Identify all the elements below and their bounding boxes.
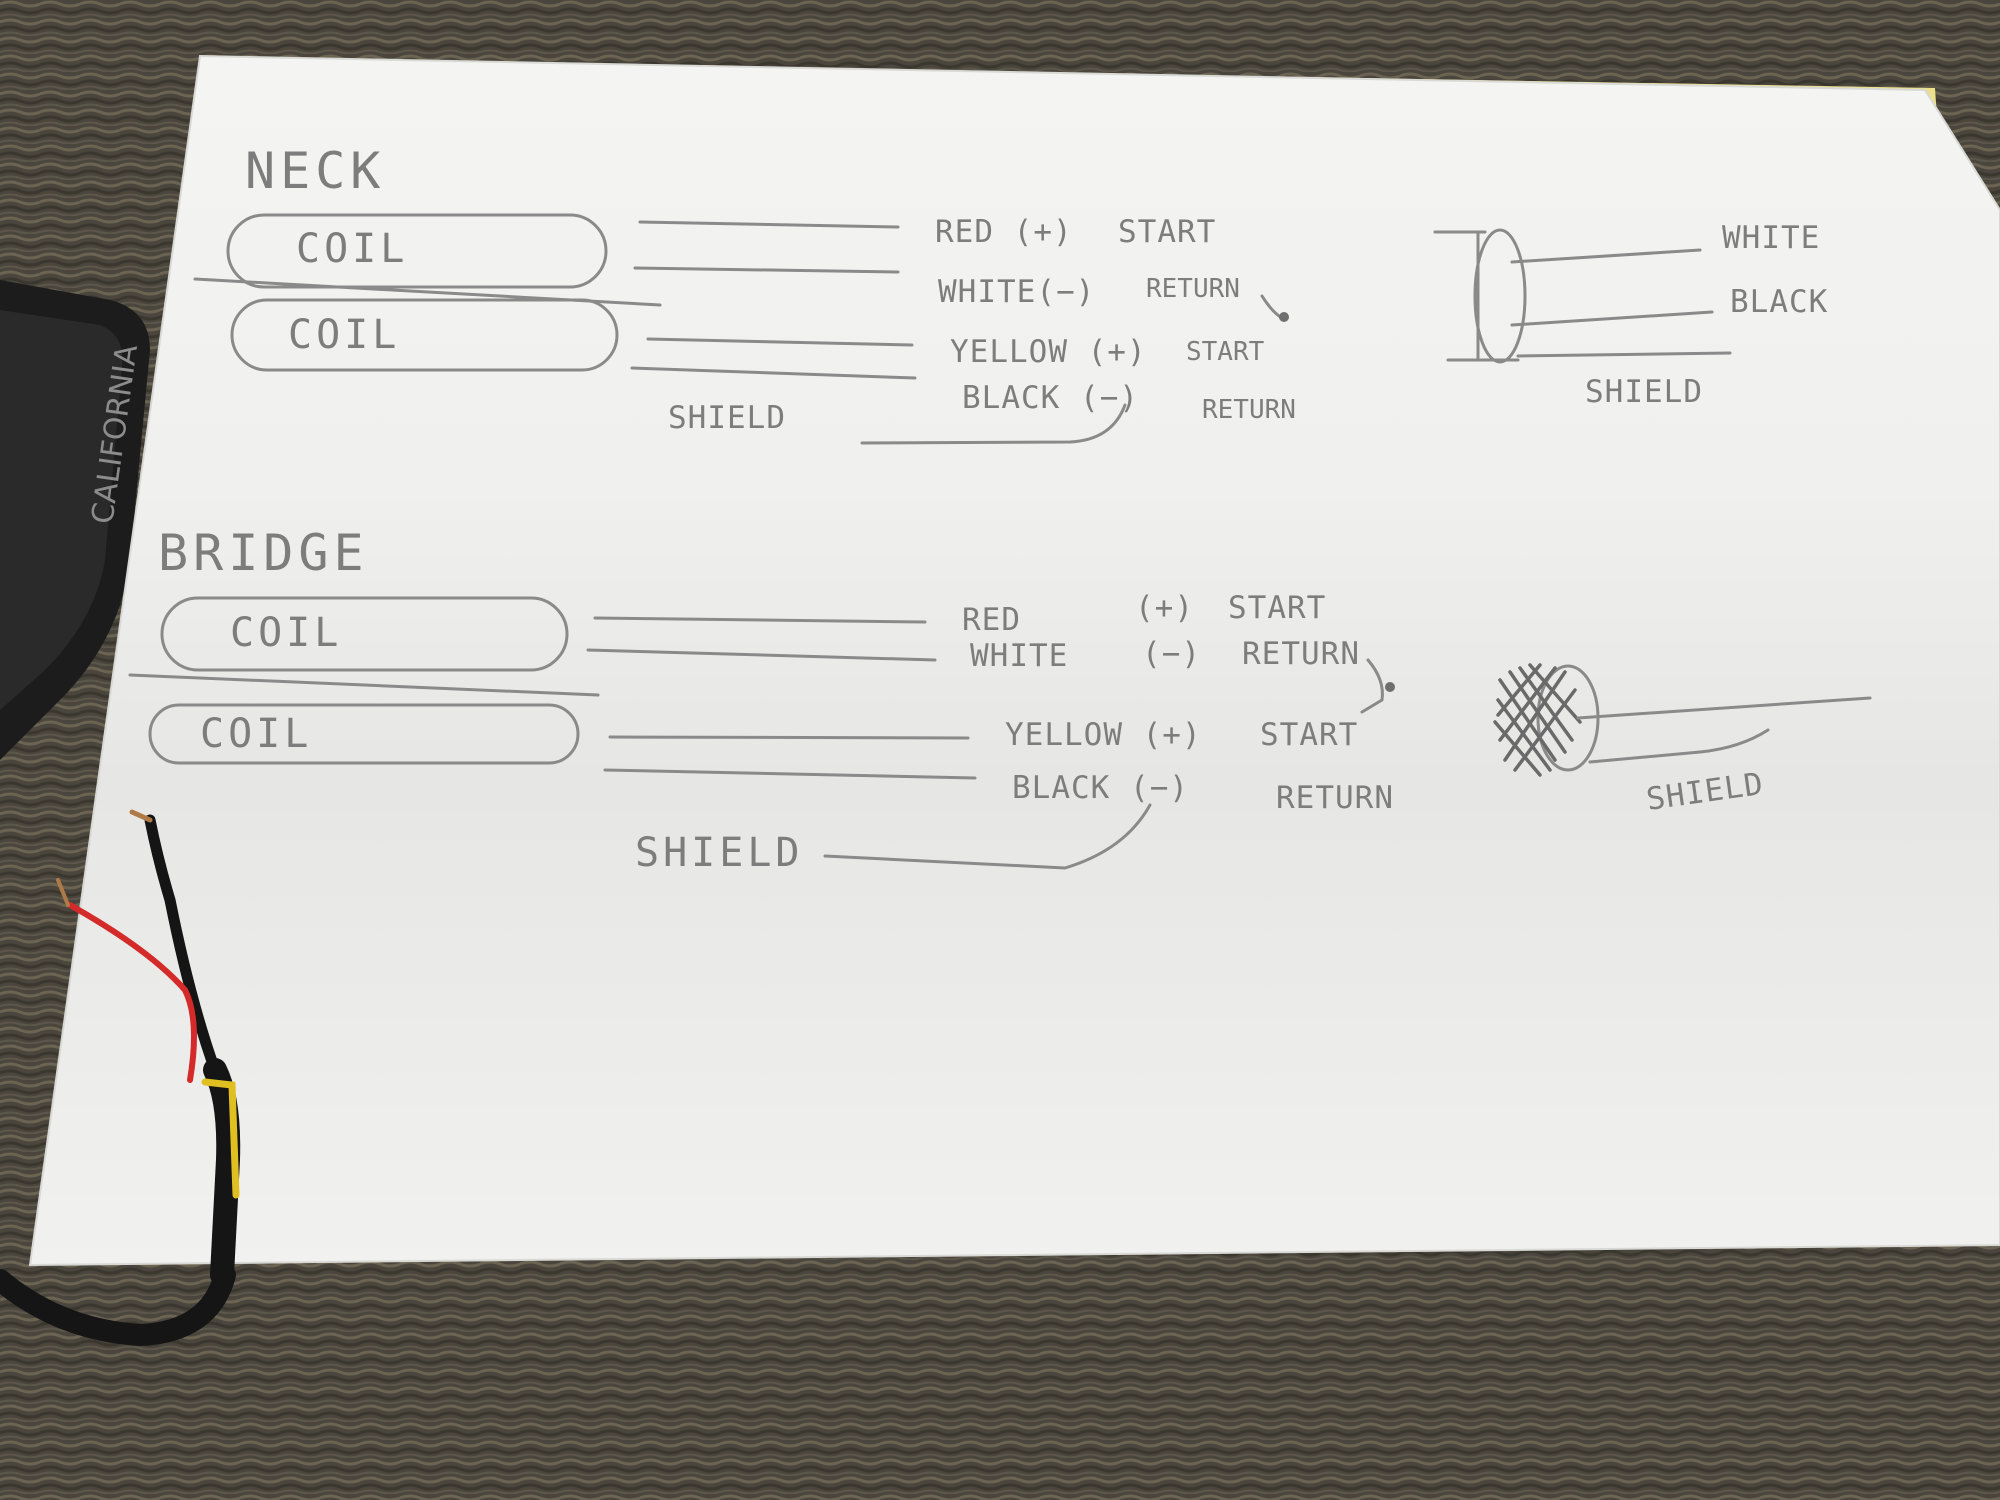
bridge-divider <box>128 673 600 697</box>
neck-solder-dot <box>1279 312 1289 322</box>
neck-black-label: BLACK (−) <box>962 380 1139 416</box>
bridge-white-role: RETURN <box>1242 636 1360 672</box>
neck-coil-bottom <box>230 298 619 372</box>
bridge-lead-white <box>586 648 937 662</box>
neck-coil-top-label: COIL <box>296 226 408 272</box>
bridge-white-sign: (−) <box>1142 636 1201 672</box>
bridge-coil-top <box>160 596 569 672</box>
bridge-cable-diagram <box>1493 663 1872 777</box>
neck-cable-black-wire <box>1510 310 1714 327</box>
neck-shield-label: SHIELD <box>668 400 786 436</box>
neck-lead-black <box>630 366 917 380</box>
bridge-coil-bottom <box>148 703 580 765</box>
bridge-white-label: WHITE <box>970 638 1068 674</box>
bridge-yellow-label: YELLOW (+) <box>1005 717 1202 753</box>
bridge-coil-top-label: COIL <box>230 610 342 656</box>
neck-white-role: RETURN <box>1146 274 1240 304</box>
bridge-red-role: START <box>1228 590 1326 626</box>
bridge-solder-mark <box>1360 658 1384 714</box>
foreground-cable <box>0 809 241 1347</box>
bridge-shield-label: SHIELD <box>635 830 804 876</box>
wire-black <box>144 814 221 1076</box>
bridge-title: BRIDGE <box>158 524 369 582</box>
neck-cable-diagram <box>1433 228 1732 364</box>
neck-lead-white <box>633 266 900 274</box>
neck-title: NECK <box>245 142 385 200</box>
neck-cable-white-label: WHITE <box>1722 220 1820 256</box>
neck-red-role: START <box>1118 214 1216 250</box>
bridge-lead-red <box>593 616 927 624</box>
bridge-cable-wire-top <box>1576 696 1872 720</box>
neck-red-label: RED (+) <box>935 214 1073 250</box>
wire-yellow <box>201 1078 240 1199</box>
neck-yellow-role: START <box>1186 337 1265 367</box>
bridge-lead-black <box>603 768 977 780</box>
neck-section: NECK COIL COIL RED (+) START WHITE(−) RE… <box>193 142 1828 445</box>
bridge-cable-wire-bottom <box>1588 728 1770 764</box>
bridge-black-role: RETURN <box>1276 780 1394 816</box>
neck-white-label: WHITE(−) <box>938 274 1095 310</box>
bridge-coil-bottom-label: COIL <box>200 711 312 757</box>
neck-lead-red <box>638 220 900 229</box>
neck-coil-bottom-label: COIL <box>288 312 400 358</box>
bridge-section: BRIDGE COIL COIL RED (+) START WHITE (−)… <box>128 524 1872 876</box>
bridge-red-label: RED <box>962 602 1021 638</box>
neck-yellow-label: YELLOW (+) <box>950 334 1147 370</box>
neck-cable-black-label: BLACK <box>1730 284 1828 320</box>
neck-coil-top <box>226 213 608 289</box>
neck-lead-yellow <box>646 337 914 347</box>
neck-cable-shield-wire <box>1516 351 1732 358</box>
pickup-case: CALIFORNIA <box>0 280 150 760</box>
neck-black-role: RETURN <box>1202 395 1296 425</box>
wire-red <box>67 902 197 1083</box>
bridge-yellow-role: START <box>1260 717 1358 753</box>
bridge-shield-lead <box>823 803 1152 870</box>
bridge-red-sign: (+) <box>1135 590 1194 626</box>
bridge-black-label: BLACK (−) <box>1012 770 1189 806</box>
bridge-lead-yellow <box>608 735 970 740</box>
neck-cable-shield-label: SHIELD <box>1585 374 1703 410</box>
bridge-solder-dot <box>1385 682 1395 692</box>
neck-shield-lead <box>860 403 1127 445</box>
neck-cable-white-wire <box>1510 248 1702 264</box>
